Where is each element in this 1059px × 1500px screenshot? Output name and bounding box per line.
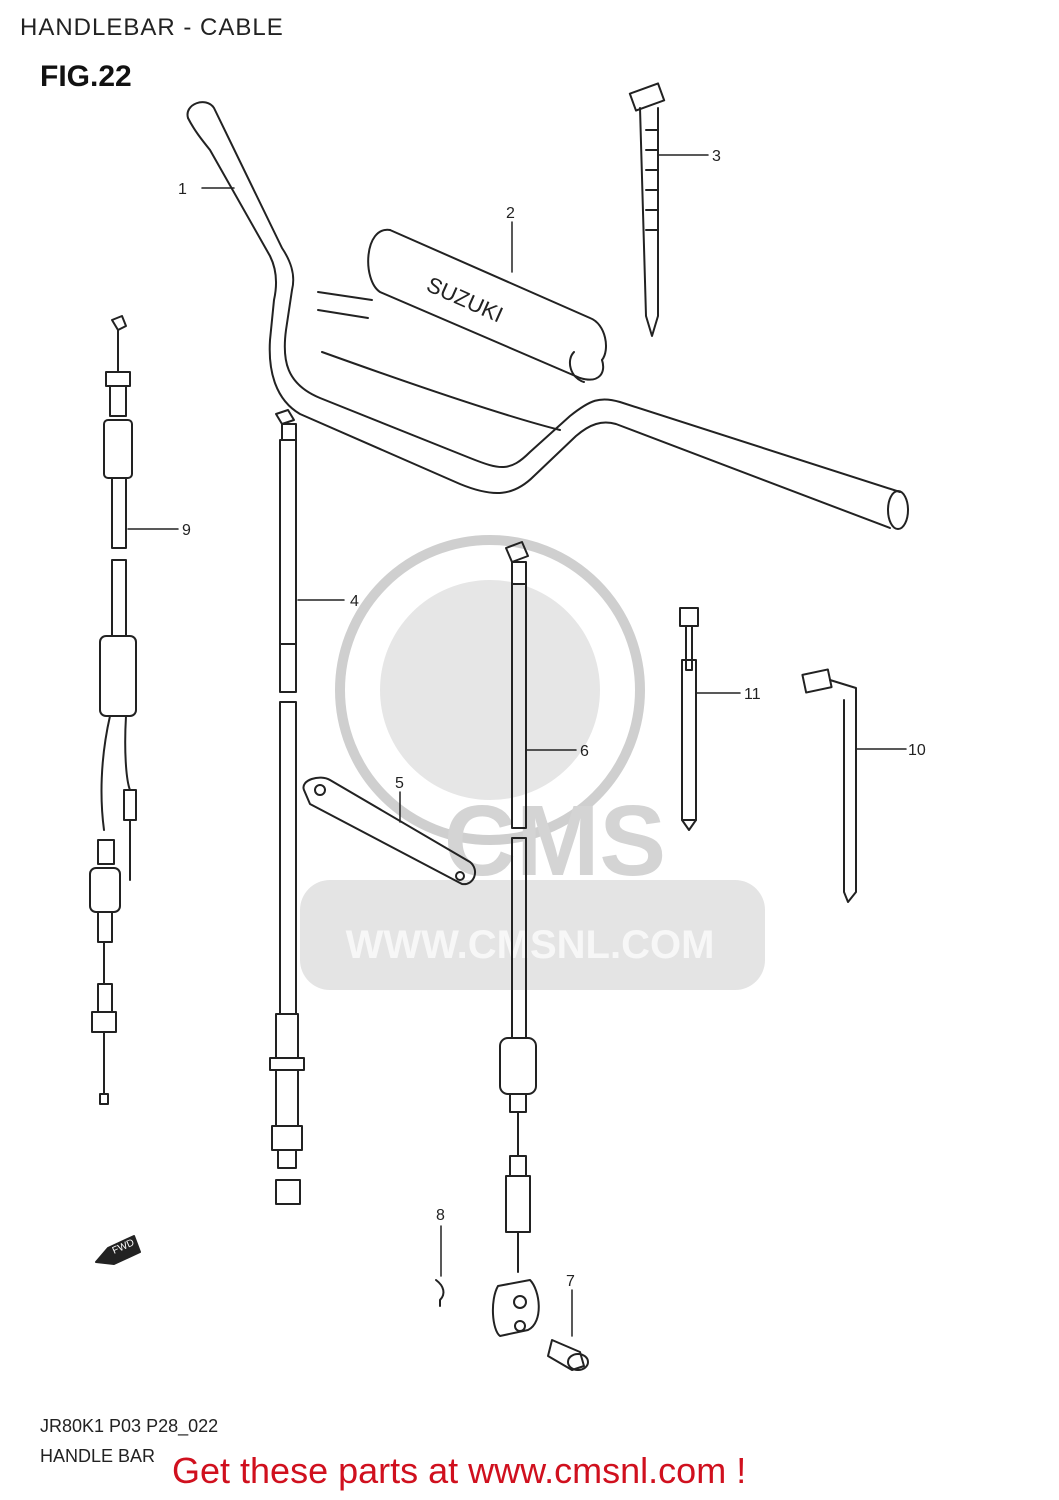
part-number-11: 11 — [744, 686, 761, 703]
part-number-4: 4 — [350, 593, 359, 610]
clamp — [801, 668, 857, 903]
cable-tie-3 — [628, 82, 666, 337]
watermark-logo: CMS — [444, 785, 666, 897]
forward-arrow: FWD — [95, 1235, 141, 1265]
clutch-cable — [89, 315, 137, 1105]
part-number-3: 3 — [712, 148, 721, 165]
part-number-7: 7 — [566, 1273, 575, 1290]
part-number-6: 6 — [580, 743, 589, 760]
handlebar — [186, 101, 909, 530]
part-number-5: 5 — [395, 775, 404, 792]
cable-tie-11 — [679, 607, 699, 831]
part-number-10: 10 — [908, 742, 926, 759]
throttle-cable — [269, 409, 305, 1205]
footer-code: JR80K1 P03 P28_022 — [40, 1416, 219, 1436]
handlebar-pad: SUZUKI — [367, 228, 607, 383]
part-number-9: 9 — [182, 522, 191, 539]
part-number-1: 1 — [178, 181, 187, 198]
part-number-8: 8 — [436, 1207, 445, 1224]
cable-bracket — [302, 776, 477, 886]
promo-link[interactable]: Get these parts at www.cmsnl.com ! — [172, 1450, 747, 1491]
figure-label: FIG.22 — [40, 60, 132, 93]
pin — [547, 1339, 589, 1371]
cotter-pin — [435, 1279, 445, 1307]
page-header: HANDLEBAR - CABLE — [20, 14, 284, 41]
pad-brand-text: SUZUKI — [423, 272, 507, 328]
watermark-url: WWW.CMSNL.COM — [346, 923, 715, 967]
brake-cable — [492, 541, 540, 1337]
footer-name: HANDLE BAR — [40, 1446, 156, 1466]
watermark: CMS WWW.CMSNL.COM — [300, 535, 765, 990]
part-number-2: 2 — [506, 205, 515, 222]
